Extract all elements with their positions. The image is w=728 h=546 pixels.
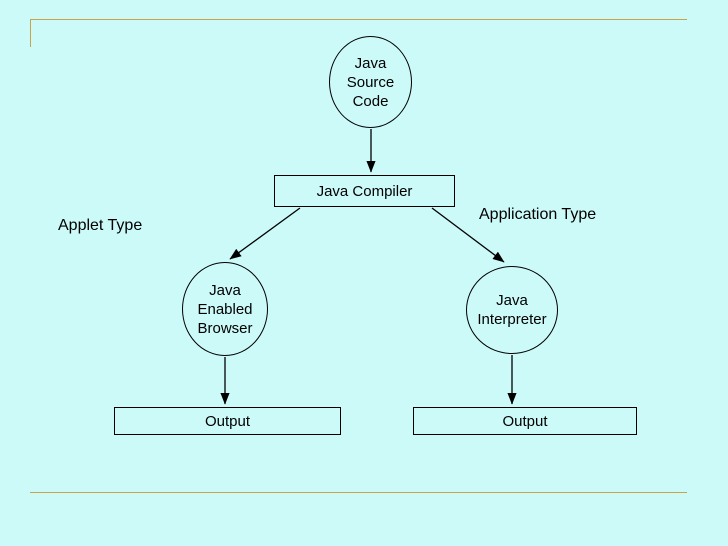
- node-label: Java Interpreter: [477, 292, 547, 328]
- decorative-top-rule: [30, 19, 687, 20]
- node-java-enabled-browser: Java Enabled Browser: [182, 262, 268, 356]
- decorative-corner-line: [30, 19, 31, 47]
- node-java-compiler: Java Compiler: [274, 175, 455, 207]
- node-label: Output: [502, 412, 548, 430]
- node-output-applet: Output: [114, 407, 341, 435]
- node-output-application: Output: [413, 407, 637, 435]
- node-label: Java Source Code: [346, 54, 395, 110]
- decorative-bottom-rule: [30, 492, 687, 493]
- node-java-interpreter: Java Interpreter: [466, 266, 558, 354]
- node-java-source-code: Java Source Code: [329, 36, 412, 128]
- node-label: Java Enabled Browser: [197, 281, 253, 337]
- node-label: Java Compiler: [316, 182, 413, 200]
- node-label: Output: [204, 412, 251, 430]
- edge-label-application-type: Application Type: [479, 206, 597, 223]
- edge-label-applet-type: Applet Type: [58, 217, 143, 234]
